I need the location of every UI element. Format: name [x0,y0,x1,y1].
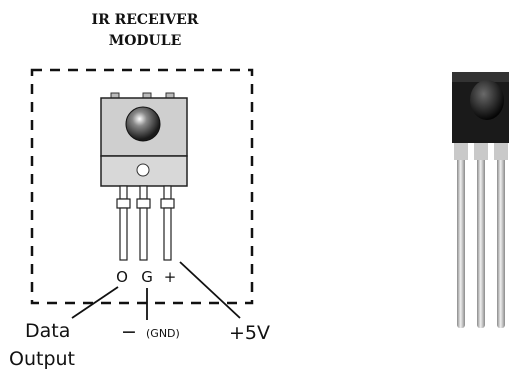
photo-lead-1 [457,140,465,328]
module-boundary [30,68,254,305]
gnd-label: (GND) [146,327,180,340]
title-line-1: IR RECEIVER [92,12,199,28]
data-leader-line [71,286,119,319]
power-leader-line [179,261,241,319]
photo-lead-3 [497,140,505,328]
mount-hole [136,163,150,177]
lens [125,106,161,142]
photo-lens-dome [470,80,504,120]
data-label: Data [25,320,70,342]
plus-5v-label: +5V [229,322,270,344]
minus-sign: − [121,321,137,343]
title-line-2: MODULE [109,33,182,49]
output-label: Output [9,348,75,370]
pin-power-label: + [164,268,177,286]
pin-output-label: O [116,268,128,286]
ir-receiver-photo [452,72,509,328]
module-schematic [100,92,188,261]
photo-lead-2 [477,140,485,328]
pin-ground-label: G [141,268,153,286]
